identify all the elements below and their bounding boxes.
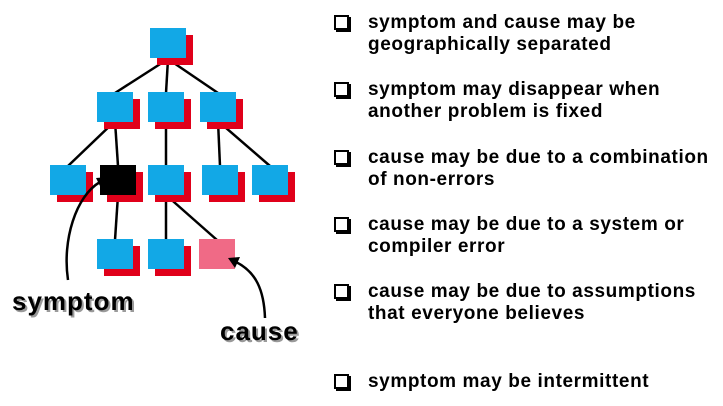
- bullet-text: symptom may be intermittent: [368, 371, 650, 392]
- tree-node: [97, 92, 133, 122]
- bullet-list: symptom and cause may be geographically …: [334, 0, 719, 406]
- symptom-arrowhead: [96, 177, 108, 188]
- tree-edges: [67, 57, 271, 241]
- tree-node: [50, 165, 86, 195]
- tree-node: [252, 165, 288, 195]
- checkbox-bullet-icon: [334, 82, 349, 97]
- cause-node: [199, 239, 235, 269]
- debugging-tree-diagram: [50, 28, 295, 319]
- bullet-text: cause may be due to a system or compiler…: [368, 214, 685, 257]
- cause-arrow: [235, 260, 267, 319]
- bullet-text: cause may be due to a combination of non…: [368, 147, 709, 190]
- checkbox-bullet-icon: [334, 284, 349, 299]
- tree-node: [97, 239, 133, 269]
- symptom-arrow: [65, 180, 101, 281]
- checkbox-bullet-icon: [334, 15, 349, 30]
- tree-node: [202, 165, 238, 195]
- checkbox-bullet-icon: [334, 217, 349, 232]
- cause-label: cause: [220, 316, 299, 346]
- edge-symptom-i: [113, 194, 120, 241]
- symptom-label: symptom: [12, 286, 135, 316]
- checkbox-bullet-icon: [334, 150, 349, 165]
- tree-node: [200, 92, 236, 122]
- checkbox-bullet-icon: [334, 374, 349, 389]
- tree-node: [148, 239, 184, 269]
- bullet-text: symptom may disappear when another probl…: [368, 79, 661, 122]
- bullet-text: cause may be due to assumptions that eve…: [368, 281, 696, 324]
- cause-arrowhead: [228, 257, 240, 268]
- tree-node: [148, 92, 184, 122]
- tree-node-root: [150, 28, 186, 58]
- tree-node: [148, 165, 184, 195]
- bullet-text: symptom and cause may be geographically …: [368, 12, 636, 55]
- edge-f-cause: [165, 194, 218, 241]
